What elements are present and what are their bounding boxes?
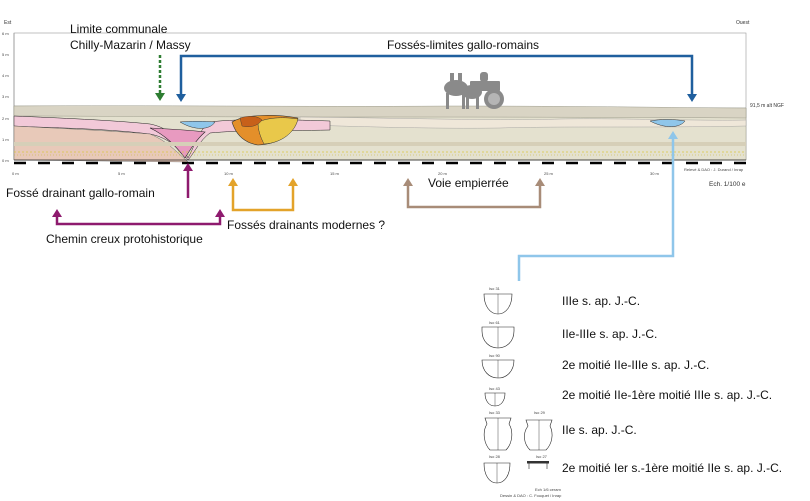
paved-road-label: Voie empierrée xyxy=(428,176,509,190)
depth-tick-label: 5 m xyxy=(2,52,9,57)
paved-road-arrowhead xyxy=(535,178,545,186)
depth-tick-label: 0 m xyxy=(2,158,9,163)
ceramic-date: IIe s. ap. J.-C. xyxy=(562,423,637,437)
depth-tick-label: 3 m xyxy=(2,94,9,99)
ceramic-code: Iso 27 xyxy=(536,454,548,459)
commune-limit-label: Chilly-Mazarin / Massy xyxy=(70,38,191,52)
distance-tick-label: 25 m xyxy=(544,171,554,176)
depth-tick-label: 4 m xyxy=(2,73,9,78)
distance-tick-label: 15 m xyxy=(330,171,340,176)
roman-boundary-arrowhead xyxy=(687,94,697,102)
roman-drainage-label: Fossé drainant gallo-romain xyxy=(6,186,155,200)
ceramic-code: Iso 43 xyxy=(489,386,501,391)
ox-cart-icon xyxy=(444,72,504,109)
topsoil-layer xyxy=(13,105,747,119)
roman-boundary-bracket xyxy=(179,54,694,95)
modern-ditch-dark xyxy=(239,116,263,127)
distance-tick-label: 20 m xyxy=(438,171,448,176)
ceramic-row: Iso 28 Iso 27 2e moitié Ier s.-1ère moit… xyxy=(483,454,782,484)
ceramic-code: Iso 61 xyxy=(489,320,501,325)
ceramic-date: 2e moitié Ier s.-1ère moitié IIe s. ap. … xyxy=(562,461,782,475)
ceramics-link-arrowhead xyxy=(668,131,678,139)
roman-drainage-arrowhead xyxy=(183,163,193,171)
east-label: Est xyxy=(4,20,12,26)
modern-ditches-arrowhead xyxy=(288,178,298,186)
ceramic-row: Iso 33 Iso 29 IIe s. ap. J.-C. xyxy=(483,410,637,451)
ceramic-date: 2e moitié IIe-1ère moitié IIIe s. ap. J.… xyxy=(562,388,772,402)
modern-ditches-label: Fossés drainants modernes ? xyxy=(227,218,385,232)
distance-tick-label: 5 m xyxy=(118,171,125,176)
vessel-drawing xyxy=(527,461,549,464)
plough-layer xyxy=(299,116,747,129)
roman-boundary-label: Fossés-limites gallo-romains xyxy=(387,38,539,52)
boundary-ditch-west xyxy=(649,119,686,127)
ceramic-code: Iso 29 xyxy=(534,410,546,415)
distance-scale-bar: 0 m 5 m 10 m 15 m 20 m 25 m 30 m xyxy=(12,161,746,176)
ceramic-row: Iso 90 2e moitié IIe-IIIe s. ap. J.-C. xyxy=(481,353,709,379)
ceramic-date: IIe-IIIe s. ap. J.-C. xyxy=(562,327,657,341)
ceramics-panel: Iso 31 IIIe s. ap. J.-C. Iso 61 IIe-IIIe… xyxy=(481,286,782,498)
ceramic-code: Iso 28 xyxy=(489,454,501,459)
ceramic-code: Iso 31 xyxy=(489,286,501,291)
boundary-ditch-east xyxy=(179,121,216,129)
depth-tick-label: 2 m xyxy=(2,116,9,121)
ceramic-row: Iso 61 IIe-IIIe s. ap. J.-C. xyxy=(481,320,657,349)
hollow-way-bracket xyxy=(55,216,222,226)
ceramics-link-line xyxy=(517,138,675,281)
altitude-note: 91,5 m alt NGF xyxy=(750,103,784,109)
vessel-drawing xyxy=(524,419,553,451)
ceramic-date: IIIe s. ap. J.-C. xyxy=(562,294,640,308)
stripe-layer xyxy=(14,142,746,146)
hollow-way-arrowhead xyxy=(52,209,62,217)
scale-note: Ech. 1/100 e xyxy=(709,181,746,188)
credits-note: Relevé & DAO : J. Durand / Inrap xyxy=(684,167,744,172)
distance-tick-label: 30 m xyxy=(650,171,660,176)
ceramics-scale-note: Ech 1/6 ceram xyxy=(535,487,561,492)
depth-tick-label: 1 m xyxy=(2,137,9,142)
soil-layers xyxy=(13,105,747,163)
hollow-way-label: Chemin creux protohistorique xyxy=(46,232,203,246)
hollow-way-arrowhead xyxy=(215,209,225,217)
distance-tick-label: 0 m xyxy=(12,171,19,176)
commune-limit-label: Limite communale xyxy=(70,22,168,36)
paved-road-arrowhead xyxy=(403,178,413,186)
commune-limit-arrowhead xyxy=(155,93,165,101)
distance-tick-label: 10 m xyxy=(224,171,234,176)
ceramic-code: Iso 90 xyxy=(489,353,501,358)
ceramic-code: Iso 33 xyxy=(489,410,501,415)
modern-ditch-yellow xyxy=(257,117,299,145)
depth-scale: 6 m 5 m 4 m 3 m 2 m 1 m 0 m xyxy=(2,31,15,163)
ceramic-row: Iso 43 2e moitié IIe-1ère moitié IIIe s.… xyxy=(484,386,772,407)
ceramic-row: Iso 31 IIIe s. ap. J.-C. xyxy=(483,286,640,315)
modern-ditches-bracket xyxy=(231,185,295,212)
west-label: Ouest xyxy=(736,20,750,26)
depth-tick-label: 6 m xyxy=(2,31,9,36)
ceramic-date: 2e moitié IIe-IIIe s. ap. J.-C. xyxy=(562,358,709,372)
modern-ditches-arrowhead xyxy=(228,178,238,186)
ceramics-credits: Dessin & DAO : C. Fouquet / Inrap xyxy=(500,493,562,498)
paved-road-bracket xyxy=(406,185,542,209)
roman-boundary-arrowhead xyxy=(176,94,186,102)
